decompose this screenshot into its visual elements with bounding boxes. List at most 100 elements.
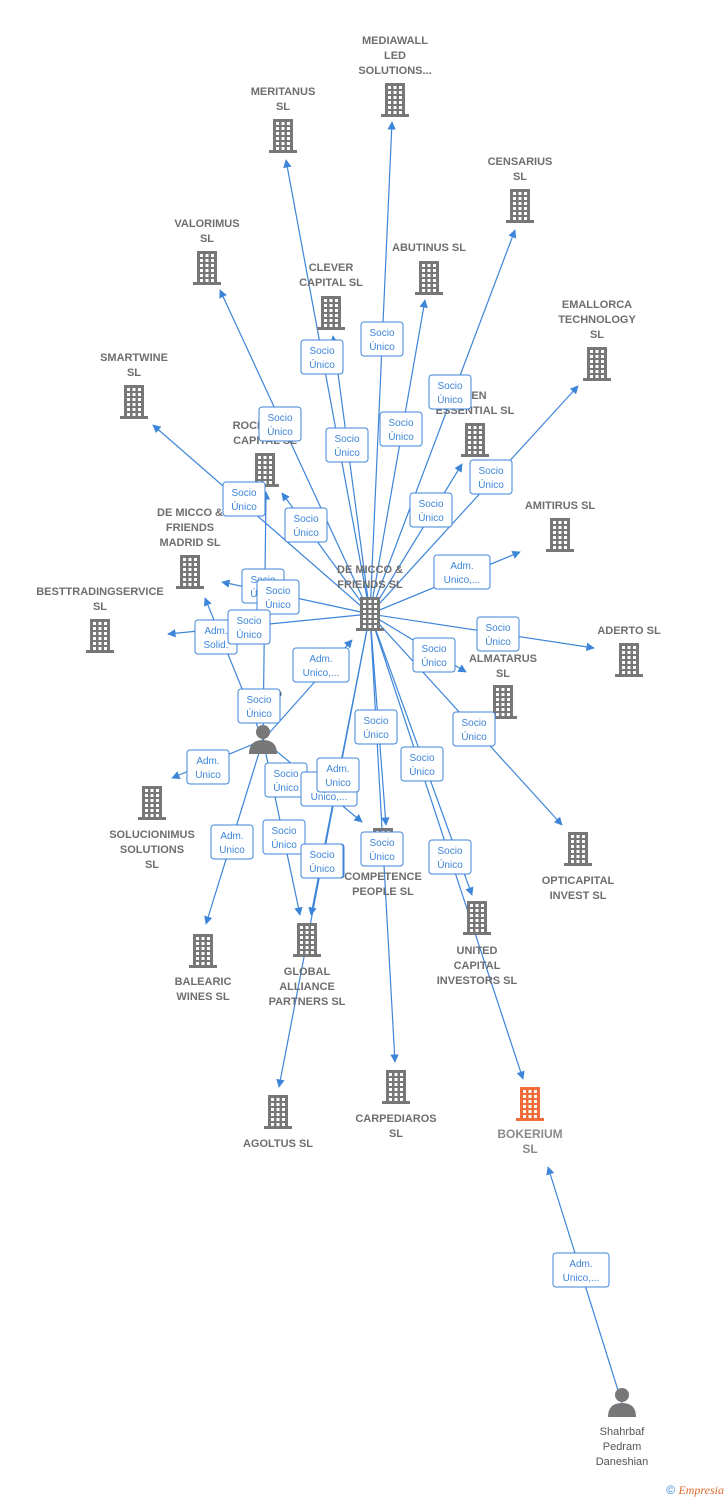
building-icon	[317, 296, 345, 330]
relation-label-text: Único	[271, 838, 297, 851]
relation-label-text: Único	[363, 728, 389, 741]
building-icon	[382, 1070, 410, 1104]
node-abutinus[interactable]: ABUTINUS SL	[392, 242, 466, 295]
relation-label-text: Socio	[369, 838, 394, 849]
building-icon	[264, 1095, 292, 1129]
relation-label-text: Unico	[219, 845, 245, 856]
building-icon	[546, 518, 574, 552]
relation-label-text: Socio	[421, 644, 446, 655]
relation-label[interactable]: Adm.Unico,...	[433, 554, 491, 590]
relation-label-text: Único	[236, 628, 262, 641]
relation-label-text: Único	[369, 850, 395, 863]
relation-label-text: Adm.	[569, 1259, 592, 1270]
building-icon	[381, 83, 409, 117]
node-aderto[interactable]: ADERTO SL	[597, 625, 661, 677]
node-amitirus[interactable]: AMITIRUS SL	[525, 500, 596, 552]
edge-demicco-censarius	[369, 229, 517, 615]
edge-demicco-smartwine	[152, 424, 371, 615]
relation-label-text: Unico,...	[303, 668, 340, 679]
relation-label-text: Único	[265, 598, 291, 611]
relation-label-text: Único	[478, 478, 504, 491]
relation-label-text: Único	[409, 765, 435, 778]
relation-label[interactable]: Adm. Unico,...	[292, 647, 350, 683]
relation-label-text: Adm.	[220, 831, 243, 842]
node-demicco[interactable]: DE MICCO &FRIENDS SL	[337, 564, 403, 631]
building-icon	[138, 786, 166, 820]
relation-label-text: Socio	[246, 695, 271, 706]
building-icon	[415, 261, 443, 295]
edge-demicco-golden	[369, 463, 463, 615]
relation-label[interactable]: Adm.Unico	[186, 749, 230, 785]
relation-label-text: Único	[437, 858, 463, 871]
relation-label-text: Unico,...	[311, 792, 348, 803]
relation-label-text: Único	[437, 393, 463, 406]
relation-label-text: Socio	[478, 466, 503, 477]
relation-label-text: Único	[418, 511, 444, 524]
relation-label-text: Socio	[409, 753, 434, 764]
relation-label[interactable]: Adm.Unico	[316, 757, 360, 793]
relation-label-text: Socio	[236, 616, 261, 627]
relation-label-text: Adm.	[309, 654, 332, 665]
node-label: ADERTO SL	[597, 625, 661, 637]
person-icon	[249, 725, 277, 754]
relation-label[interactable]: Adm. Unico,...	[552, 1252, 610, 1288]
relation-label[interactable]: Adm. Unico	[210, 824, 254, 860]
node-agoltus[interactable]: AGOLTUS SL	[243, 1095, 313, 1150]
brand-logo[interactable]: Empresia	[678, 1483, 724, 1497]
building-icon	[564, 832, 592, 866]
relation-label-text: Único	[309, 862, 335, 875]
relation-label-text: Único	[309, 358, 335, 371]
relation-label-text: Unico,...	[563, 1273, 600, 1284]
relation-label-text: Socio	[461, 718, 486, 729]
building-icon	[86, 619, 114, 653]
relation-label[interactable]: Adm.Solid.	[194, 619, 238, 655]
